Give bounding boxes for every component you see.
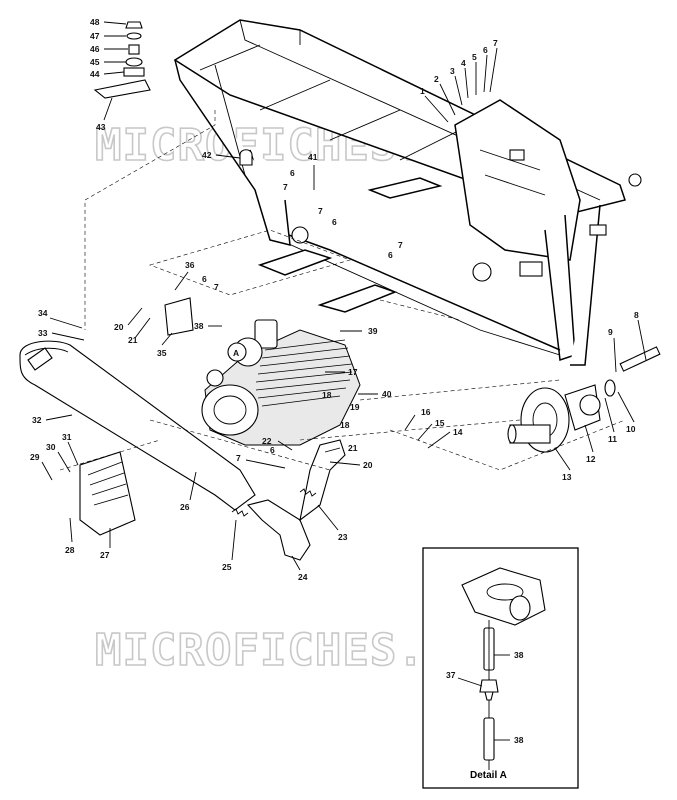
part-label-27: 27 [100, 550, 110, 560]
part-label-24: 24 [298, 572, 308, 582]
part-label-9: 9 [608, 327, 613, 337]
part-label-3: 3 [450, 66, 455, 76]
part-label-23: 23 [338, 532, 348, 542]
part-label-6: 6 [483, 45, 488, 55]
part-label-7b: 7 [283, 182, 288, 192]
part-label-6b: 6 [290, 168, 295, 178]
part-label-20: 20 [114, 322, 124, 332]
part-label-42: 42 [202, 150, 212, 160]
part-label-4: 4 [461, 58, 466, 68]
part-label-7e: 7 [214, 282, 219, 292]
part-label-38: 38 [194, 321, 204, 331]
part-label-7d: 7 [398, 240, 403, 250]
part-label-6c: 6 [332, 217, 337, 227]
part-label-31: 31 [62, 432, 72, 442]
callout-letter: A [233, 348, 239, 358]
part-label-35: 35 [157, 348, 167, 358]
part-label-45: 45 [90, 57, 100, 67]
part-label-15: 15 [435, 418, 445, 428]
part-label-16: 16 [421, 407, 431, 417]
part-label-22: 22 [262, 436, 272, 446]
guide-lines [59, 110, 626, 471]
part-callouts: 48 47 46 45 44 43 42 41 1 2 3 4 5 6 7 6 … [30, 17, 647, 745]
detail-a-panel: Detail A [422, 547, 579, 789]
part-label-1: 1 [420, 86, 425, 96]
part-label-6e: 6 [202, 274, 207, 284]
part-label-21b: 21 [348, 443, 358, 453]
part-label-7f: 7 [236, 453, 241, 463]
cylinder-fins [255, 339, 353, 407]
part-label-34: 34 [38, 308, 48, 318]
frame-assembly [173, 19, 642, 366]
part-label-14: 14 [453, 427, 463, 437]
part-label-18: 18 [322, 390, 332, 400]
detail-label-37: 37 [446, 670, 456, 680]
part-label-33: 33 [38, 328, 48, 338]
part-label-48: 48 [90, 17, 100, 27]
part-label-39: 39 [368, 326, 378, 336]
part-label-7: 7 [493, 38, 498, 48]
part-label-2: 2 [434, 74, 439, 84]
part-label-30: 30 [46, 442, 56, 452]
part-label-17: 17 [348, 367, 358, 377]
part-label-6f: 6 [270, 445, 275, 455]
part-label-26: 26 [180, 502, 190, 512]
part-label-10: 10 [626, 424, 636, 434]
part-label-36: 36 [185, 260, 195, 270]
mount-hardware-stack [93, 21, 253, 166]
part-label-29: 29 [30, 452, 40, 462]
part-label-19: 19 [350, 402, 360, 412]
part-label-20b: 20 [363, 460, 373, 470]
part-label-21: 21 [128, 335, 138, 345]
engine-mount-plate [164, 297, 194, 336]
part-label-7c: 7 [318, 206, 323, 216]
detail-label-38b: 38 [514, 735, 524, 745]
engine-assembly: A [201, 319, 361, 446]
exhaust-assembly [19, 340, 346, 561]
part-label-18b: 18 [340, 420, 350, 430]
part-label-40: 40 [382, 389, 392, 399]
part-label-44: 44 [90, 69, 100, 79]
part-label-28: 28 [65, 545, 75, 555]
detail-a-title: Detail A [470, 770, 507, 781]
part-label-43: 43 [96, 122, 106, 132]
part-label-41: 41 [308, 152, 318, 162]
part-label-11: 11 [608, 434, 617, 444]
part-label-46: 46 [90, 44, 100, 54]
part-label-13: 13 [562, 472, 572, 482]
part-label-47: 47 [90, 31, 100, 41]
part-label-12: 12 [586, 454, 596, 464]
part-label-8: 8 [634, 310, 639, 320]
part-label-5: 5 [472, 52, 477, 62]
rear-hub-assembly [507, 346, 661, 453]
part-label-6d: 6 [388, 250, 393, 260]
part-label-25: 25 [222, 562, 232, 572]
part-label-32: 32 [32, 415, 42, 425]
detail-label-38: 38 [514, 650, 524, 660]
